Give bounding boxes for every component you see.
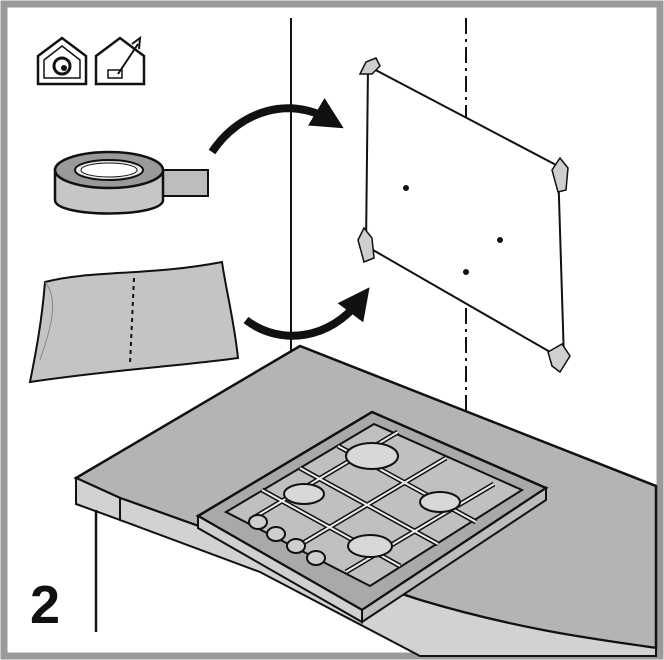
- step-number: 2: [30, 575, 61, 635]
- wall-template: [357, 57, 571, 374]
- gas-hob: [195, 410, 549, 624]
- arrow-tape-to-wall: [208, 98, 344, 155]
- arrow-sheet-to-wall: [243, 287, 370, 340]
- adhesive-tape-roll: [53, 150, 209, 215]
- protective-sheet: [28, 260, 240, 384]
- house-recirculation-icon: [36, 36, 88, 86]
- house-exhaust-icon: [94, 35, 146, 86]
